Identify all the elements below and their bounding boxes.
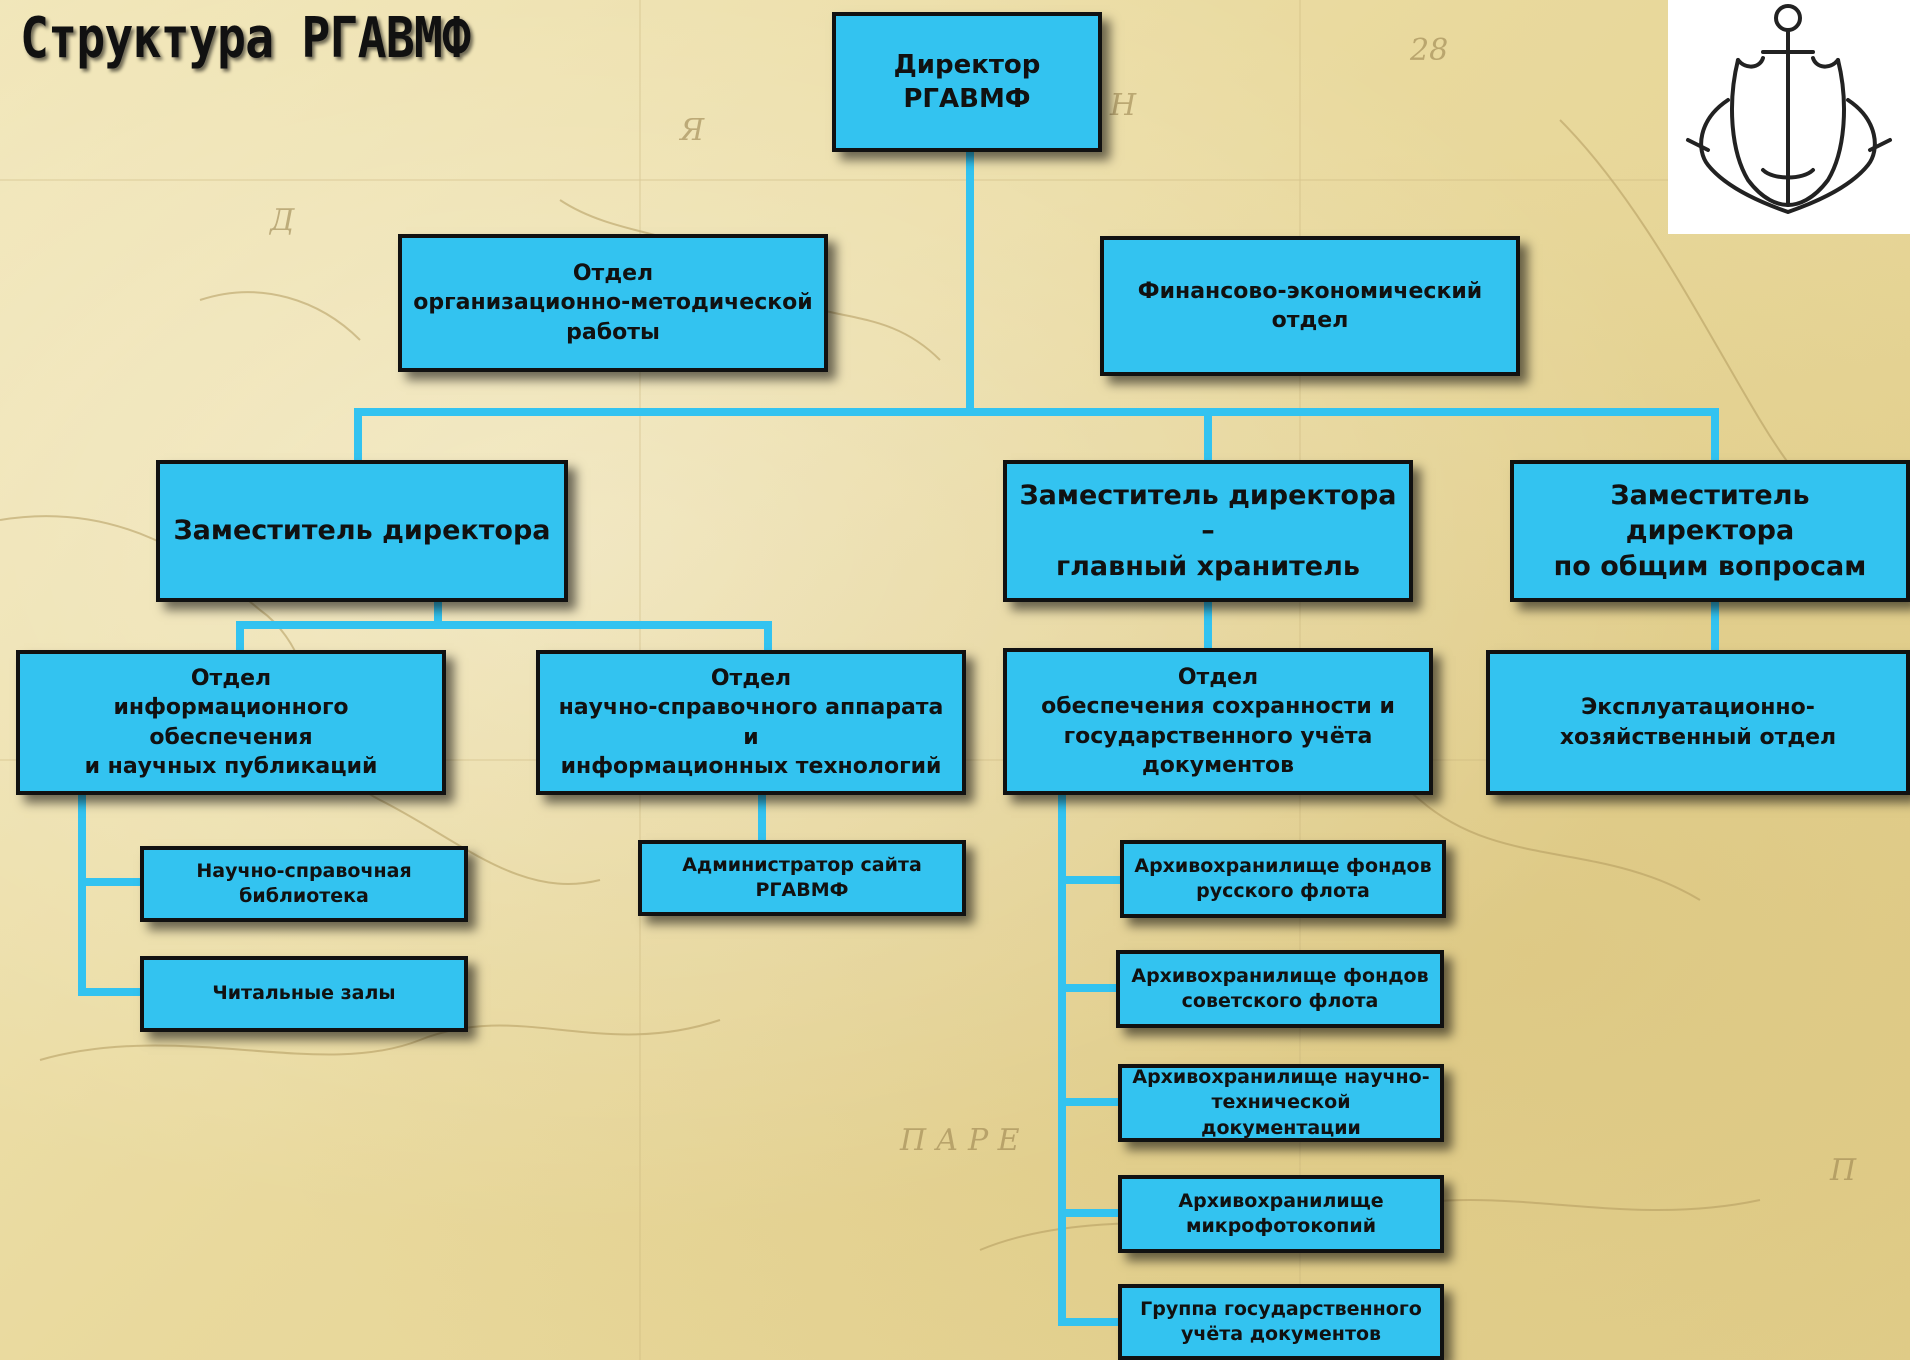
finance-dept-label: Финансово-экономический отдел <box>1137 278 1483 333</box>
archive-microfilm-box: Архивохранилище микрофотокопий <box>1118 1175 1444 1253</box>
anchor-scroll-emblem-icon <box>1686 4 1892 214</box>
reference-it-dept-label: Отдел научно-справочного аппарата и инфо… <box>558 666 944 779</box>
org-method-dept-box: Отдел организационно-методической работы <box>398 234 828 372</box>
deputy-chief-keeper-label: Заместитель директора – главный хранител… <box>1019 479 1397 582</box>
reference-library-box: Научно-справочная библиотека <box>140 846 468 922</box>
archive-technical-box: Архивохранилище научно- технической доку… <box>1118 1064 1444 1142</box>
reference-it-dept-box: Отдел научно-справочного аппарата и инфо… <box>536 650 966 795</box>
archive-russian-fleet-box: Архивохранилище фондов русского флота <box>1120 840 1446 918</box>
reading-rooms-box: Читальные залы <box>140 956 468 1032</box>
reading-rooms-label: Читальные залы <box>212 982 396 1005</box>
deputy-general-box: Заместитель директора по общим вопросам <box>1510 460 1910 602</box>
svg-text:П: П <box>1829 1153 1857 1188</box>
reference-library-label: Научно-справочная библиотека <box>196 859 412 907</box>
svg-text:Я: Я <box>678 113 705 148</box>
info-publications-dept-label: Отдел информационного обеспечения и науч… <box>84 666 378 779</box>
deputy-chief-keeper-box: Заместитель директора – главный хранител… <box>1003 460 1413 602</box>
svg-text:28: 28 <box>1409 33 1448 68</box>
page-title: Структура РГАВМФ <box>20 6 471 71</box>
site-admin-box: Администратор сайта РГАВМФ <box>638 840 966 916</box>
maintenance-dept-label: Эксплуатационно- хозяйственный отдел <box>1559 695 1837 750</box>
state-registration-group-box: Группа государственного учёта документов <box>1118 1284 1444 1360</box>
archive-soviet-fleet-label: Архивохранилище фондов советского флота <box>1131 964 1429 1012</box>
archive-technical-label: Архивохранилище научно- технической доку… <box>1132 1066 1430 1139</box>
finance-dept-box: Финансово-экономический отдел <box>1100 236 1520 376</box>
state-registration-group-label: Группа государственного учёта документов <box>1140 1297 1422 1345</box>
svg-text:Н: Н <box>1109 88 1137 123</box>
site-admin-label: Администратор сайта РГАВМФ <box>682 853 922 901</box>
archive-russian-fleet-label: Архивохранилище фондов русского флота <box>1134 854 1432 902</box>
archive-microfilm-label: Архивохранилище микрофотокопий <box>1178 1189 1384 1237</box>
svg-text:П А Р Е: П А Р Е <box>899 1123 1020 1158</box>
director-label: Директор РГАВМФ <box>893 49 1041 114</box>
svg-text:Д: Д <box>268 203 295 238</box>
preservation-dept-label: Отдел обеспечения сохранности и государс… <box>1041 665 1395 778</box>
info-publications-dept-box: Отдел информационного обеспечения и науч… <box>16 650 446 795</box>
maintenance-dept-box: Эксплуатационно- хозяйственный отдел <box>1486 650 1910 795</box>
archive-soviet-fleet-box: Архивохранилище фондов советского флота <box>1116 950 1444 1028</box>
director-box: Директор РГАВМФ <box>832 12 1102 152</box>
deputy-director-box: Заместитель директора <box>156 460 568 602</box>
org-method-dept-label: Отдел организационно-методической работы <box>413 261 813 345</box>
preservation-dept-box: Отдел обеспечения сохранности и государс… <box>1003 648 1433 795</box>
archive-logo <box>1668 0 1910 234</box>
deputy-general-label: Заместитель директора по общим вопросам <box>1553 479 1867 582</box>
deputy-director-label: Заместитель директора <box>173 515 551 547</box>
